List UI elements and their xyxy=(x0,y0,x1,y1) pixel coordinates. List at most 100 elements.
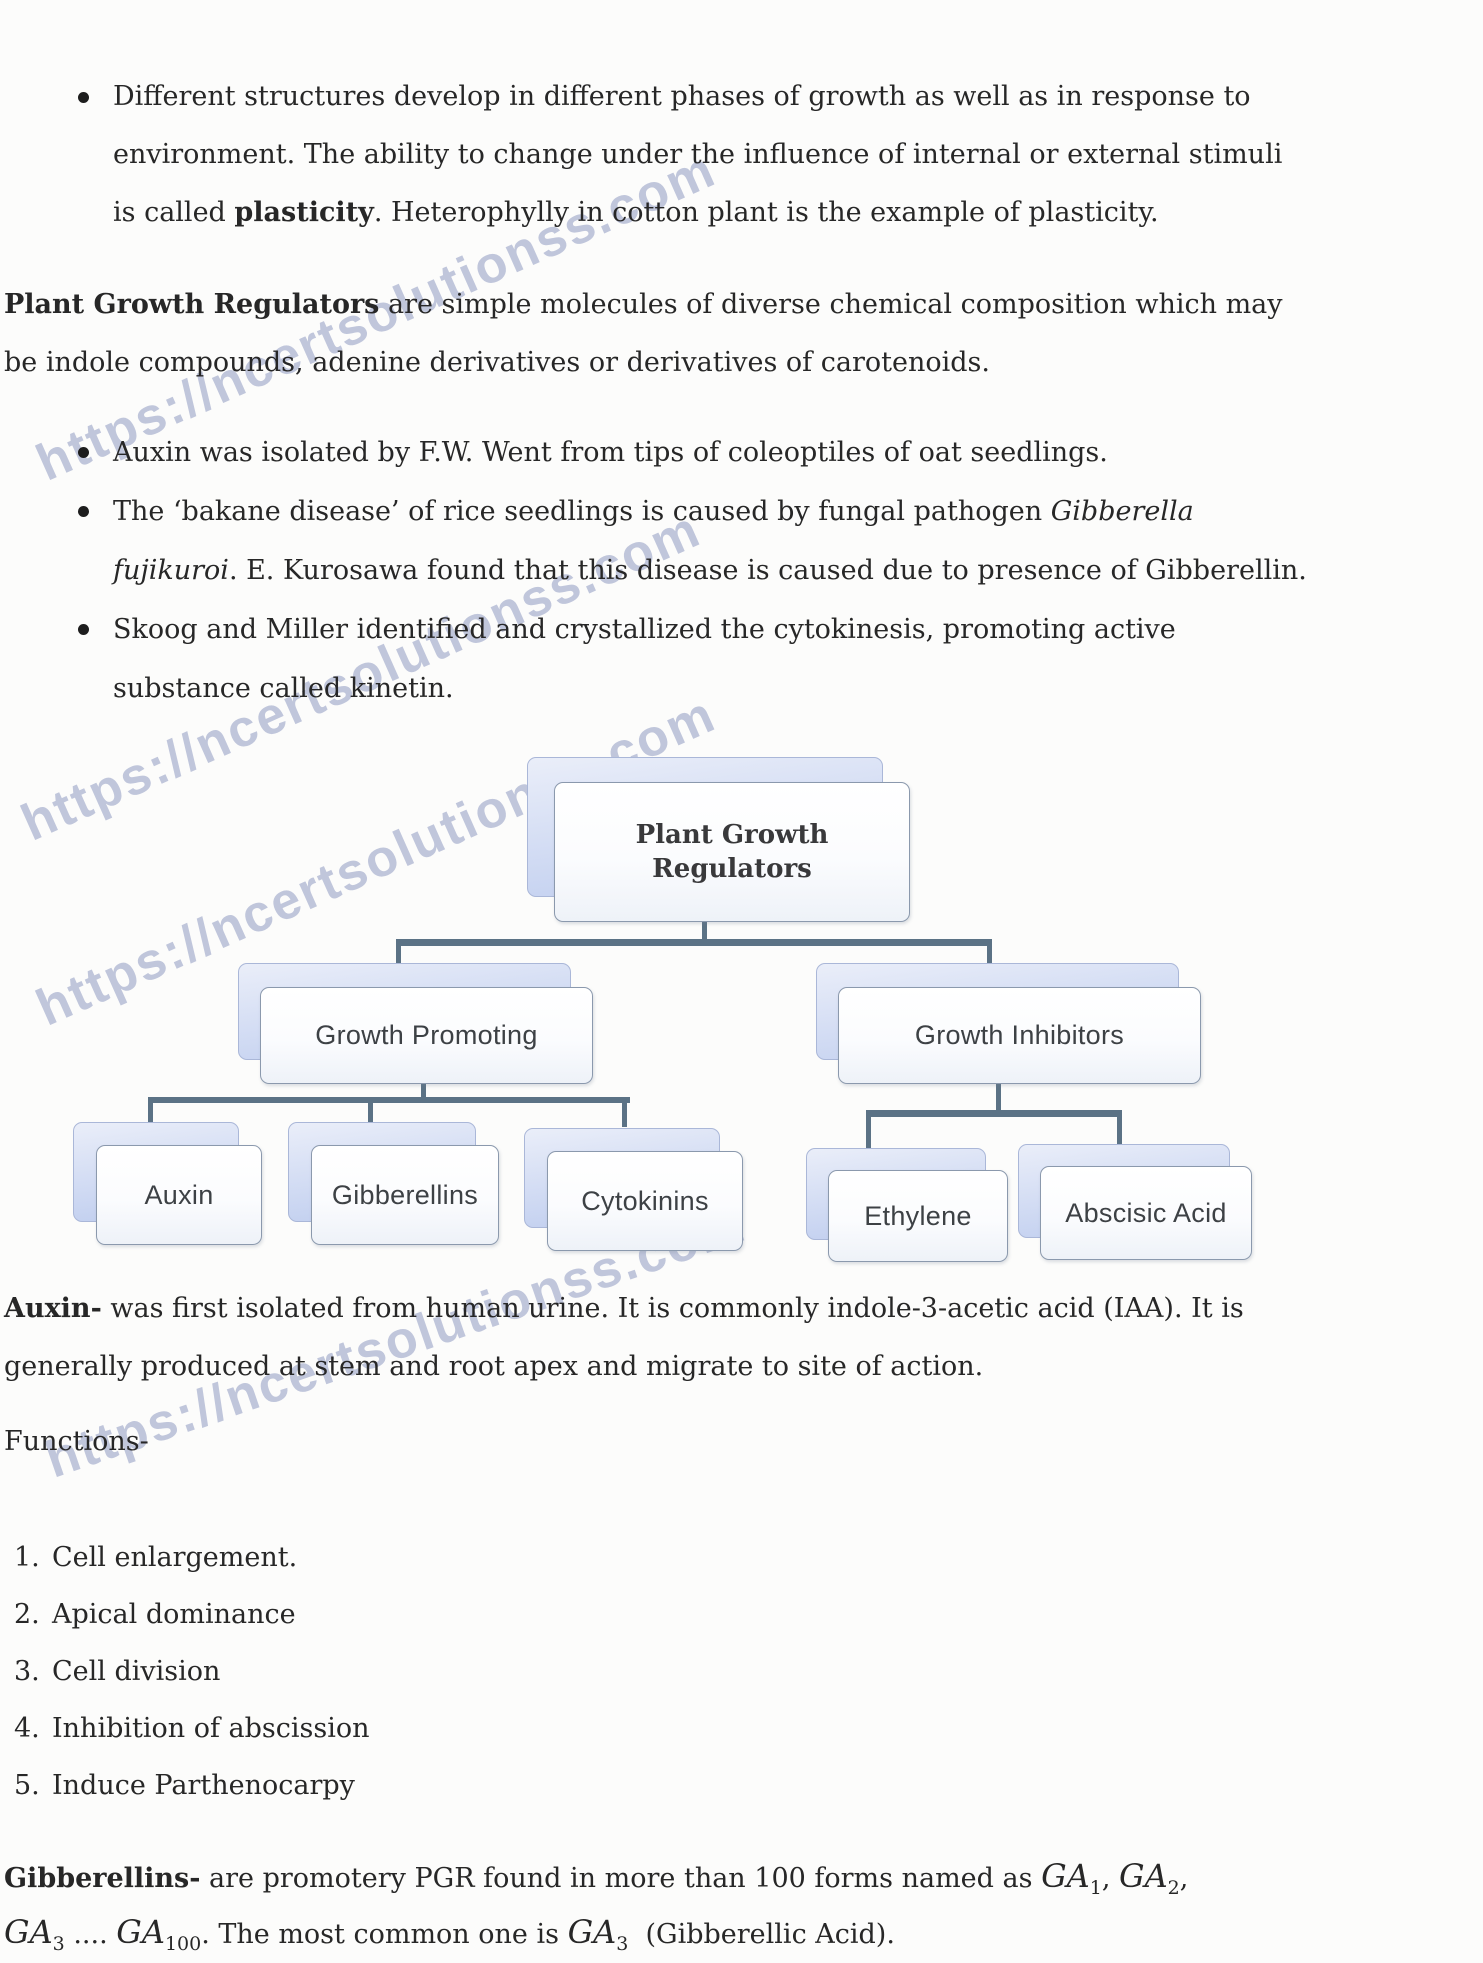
gibberellins-box-shadow xyxy=(288,1122,476,1222)
list-item: 4. Inhibition of abscission xyxy=(14,1700,370,1757)
auxin-paragraph: Auxin- was first isolated from human uri… xyxy=(4,1280,1244,1396)
text-span: Auxin- was first isolated from human uri… xyxy=(4,1293,1244,1324)
bullet-gutter xyxy=(78,126,113,184)
bullet-dot-icon xyxy=(78,506,89,517)
connector-drop-abscisic xyxy=(1117,1115,1122,1151)
abscisic-acid-box-shadow xyxy=(1018,1144,1230,1238)
text-span: GA3 .... GA100. The most common one is G… xyxy=(4,1913,895,1955)
list-number: 2. xyxy=(14,1599,40,1630)
growth-promoting-label: Growth Promoting xyxy=(315,1020,538,1050)
connector-promoting-stub xyxy=(421,1082,426,1099)
abscisic-acid-box: Abscisic Acid xyxy=(1040,1166,1252,1260)
bullet-dot-icon xyxy=(78,91,89,103)
auxin-label: Auxin xyxy=(144,1179,214,1210)
root-label-line2: Regulators xyxy=(652,854,812,884)
bullet-gutter xyxy=(78,184,113,242)
list-number: 4. xyxy=(14,1713,40,1744)
pgr-paragraph: Plant Growth Regulators are simple molec… xyxy=(4,276,1283,392)
list-item-text: Cell division xyxy=(52,1656,221,1687)
text-line: Skoog and Miller identified and crystall… xyxy=(78,600,1307,659)
functions-heading-block: Functions- xyxy=(4,1413,149,1471)
list-item-text: Cell enlargement. xyxy=(52,1542,298,1573)
connector-drop-auxin xyxy=(148,1101,153,1127)
text-span: The ‘bakane disease’ of rice seedlings i… xyxy=(113,496,1194,527)
text-line: environment. The ability to change under… xyxy=(78,126,1282,184)
ethylene-box-shadow xyxy=(806,1148,986,1240)
text-span: generally produced at stem and root apex… xyxy=(4,1351,984,1382)
text-span: Plant Growth Regulators are simple molec… xyxy=(4,289,1283,320)
text-span: Different structures develop in differen… xyxy=(113,81,1251,112)
ethylene-box: Ethylene xyxy=(828,1170,1008,1262)
text-span: substance called kinetin. xyxy=(113,673,454,704)
watermark-diagram: https://ncertsolutionss.com xyxy=(28,685,725,1038)
connector-level1-drop-left xyxy=(396,944,401,972)
text-span: is called plasticity. Heterophylly in co… xyxy=(113,197,1159,228)
gibberellins-label: Gibberellins xyxy=(331,1179,479,1210)
growth-inhibitors-label: Growth Inhibitors xyxy=(914,1020,1125,1050)
text-line: fujikuroi. E. Kurosawa found that this d… xyxy=(78,541,1307,600)
list-item-text: Apical dominance xyxy=(52,1599,296,1630)
auxin-box: Auxin xyxy=(96,1145,262,1245)
text-span: Gibberellins- are promotery PGR found in… xyxy=(4,1857,1189,1899)
bullet-dot-icon xyxy=(78,447,89,458)
bullet-gutter xyxy=(78,659,113,718)
growth-inhibitors-box: Growth Inhibitors xyxy=(838,987,1201,1084)
auxin-box-shadow xyxy=(73,1122,239,1222)
text-span: Skoog and Miller identified and crystall… xyxy=(113,614,1176,645)
functions-heading: Functions- xyxy=(4,1426,149,1457)
text-line: Functions- xyxy=(4,1413,149,1471)
connector-level1-drop-right xyxy=(987,944,992,972)
text-line: The ‘bakane disease’ of rice seedlings i… xyxy=(78,482,1307,541)
list-item: 5. Induce Parthenocarpy xyxy=(14,1757,370,1814)
text-span: be indole compounds, adenine derivatives… xyxy=(4,347,990,378)
bullet-gutter xyxy=(78,600,113,659)
list-item-text: Inhibition of abscission xyxy=(52,1713,370,1744)
connector-drop-cytokinins xyxy=(622,1101,627,1127)
connector-level1-bar xyxy=(396,939,992,946)
text-span: environment. The ability to change under… xyxy=(113,139,1283,170)
discovery-bullet-list: Auxin was isolated by F.W. Went from tip… xyxy=(78,423,1307,718)
text-line: GA3 .... GA100. The most common one is G… xyxy=(4,1907,1188,1963)
growth-promoting-box: Growth Promoting xyxy=(260,987,593,1084)
connector-promoting-bar xyxy=(148,1097,630,1103)
functions-list: 1. Cell enlargement. 2. Apical dominance… xyxy=(14,1529,370,1814)
list-number: 1. xyxy=(14,1542,40,1573)
ethylene-label: Ethylene xyxy=(864,1200,972,1231)
text-line: Auxin was isolated by F.W. Went from tip… xyxy=(78,423,1307,482)
list-item: 3. Cell division xyxy=(14,1643,370,1700)
text-line: Different structures develop in differen… xyxy=(78,68,1282,126)
bullet-dot-icon xyxy=(78,624,89,635)
gibberellins-paragraph: Gibberellins- are promotery PGR found in… xyxy=(4,1851,1188,1963)
root-box-label: Plant Growth Regulators xyxy=(636,818,829,886)
list-item: 2. Apical dominance xyxy=(14,1586,370,1643)
text-line: is called plasticity. Heterophylly in co… xyxy=(78,184,1282,242)
text-line: Auxin- was first isolated from human uri… xyxy=(4,1280,1244,1338)
root-label-line1: Plant Growth xyxy=(635,820,829,850)
list-item-text: Induce Parthenocarpy xyxy=(52,1770,355,1801)
abscisic-acid-label: Abscisic Acid xyxy=(1065,1197,1227,1228)
list-number: 3. xyxy=(14,1656,40,1687)
root-box: Plant Growth Regulators xyxy=(554,782,910,922)
bullet-gutter xyxy=(78,423,113,482)
connector-inhibitors-stub xyxy=(996,1082,1001,1113)
connector-root-stub xyxy=(702,920,707,942)
bullet-gutter xyxy=(78,68,113,126)
gibberellins-box: Gibberellins xyxy=(311,1145,499,1245)
text-line: substance called kinetin. xyxy=(78,659,1307,718)
list-item: 1. Cell enlargement. xyxy=(14,1529,370,1586)
text-line: generally produced at stem and root apex… xyxy=(4,1338,1244,1396)
growth-promoting-box-shadow xyxy=(238,963,571,1060)
connector-inhibitors-bar xyxy=(866,1110,1122,1117)
text-span: fujikuroi. E. Kurosawa found that this d… xyxy=(113,555,1307,586)
growth-inhibitors-box-shadow xyxy=(816,963,1179,1060)
text-line: Gibberellins- are promotery PGR found in… xyxy=(4,1851,1188,1907)
bullet-gutter xyxy=(78,482,113,541)
list-number: 5. xyxy=(14,1770,40,1801)
connector-drop-ethylene xyxy=(866,1115,871,1151)
bullet-gutter xyxy=(78,541,113,600)
text-line: be indole compounds, adenine derivatives… xyxy=(4,334,1283,392)
intro-bullet-item: Different structures develop in differen… xyxy=(78,68,1282,242)
text-span: Auxin was isolated by F.W. Went from tip… xyxy=(113,437,1108,468)
text-line: Plant Growth Regulators are simple molec… xyxy=(4,276,1283,334)
